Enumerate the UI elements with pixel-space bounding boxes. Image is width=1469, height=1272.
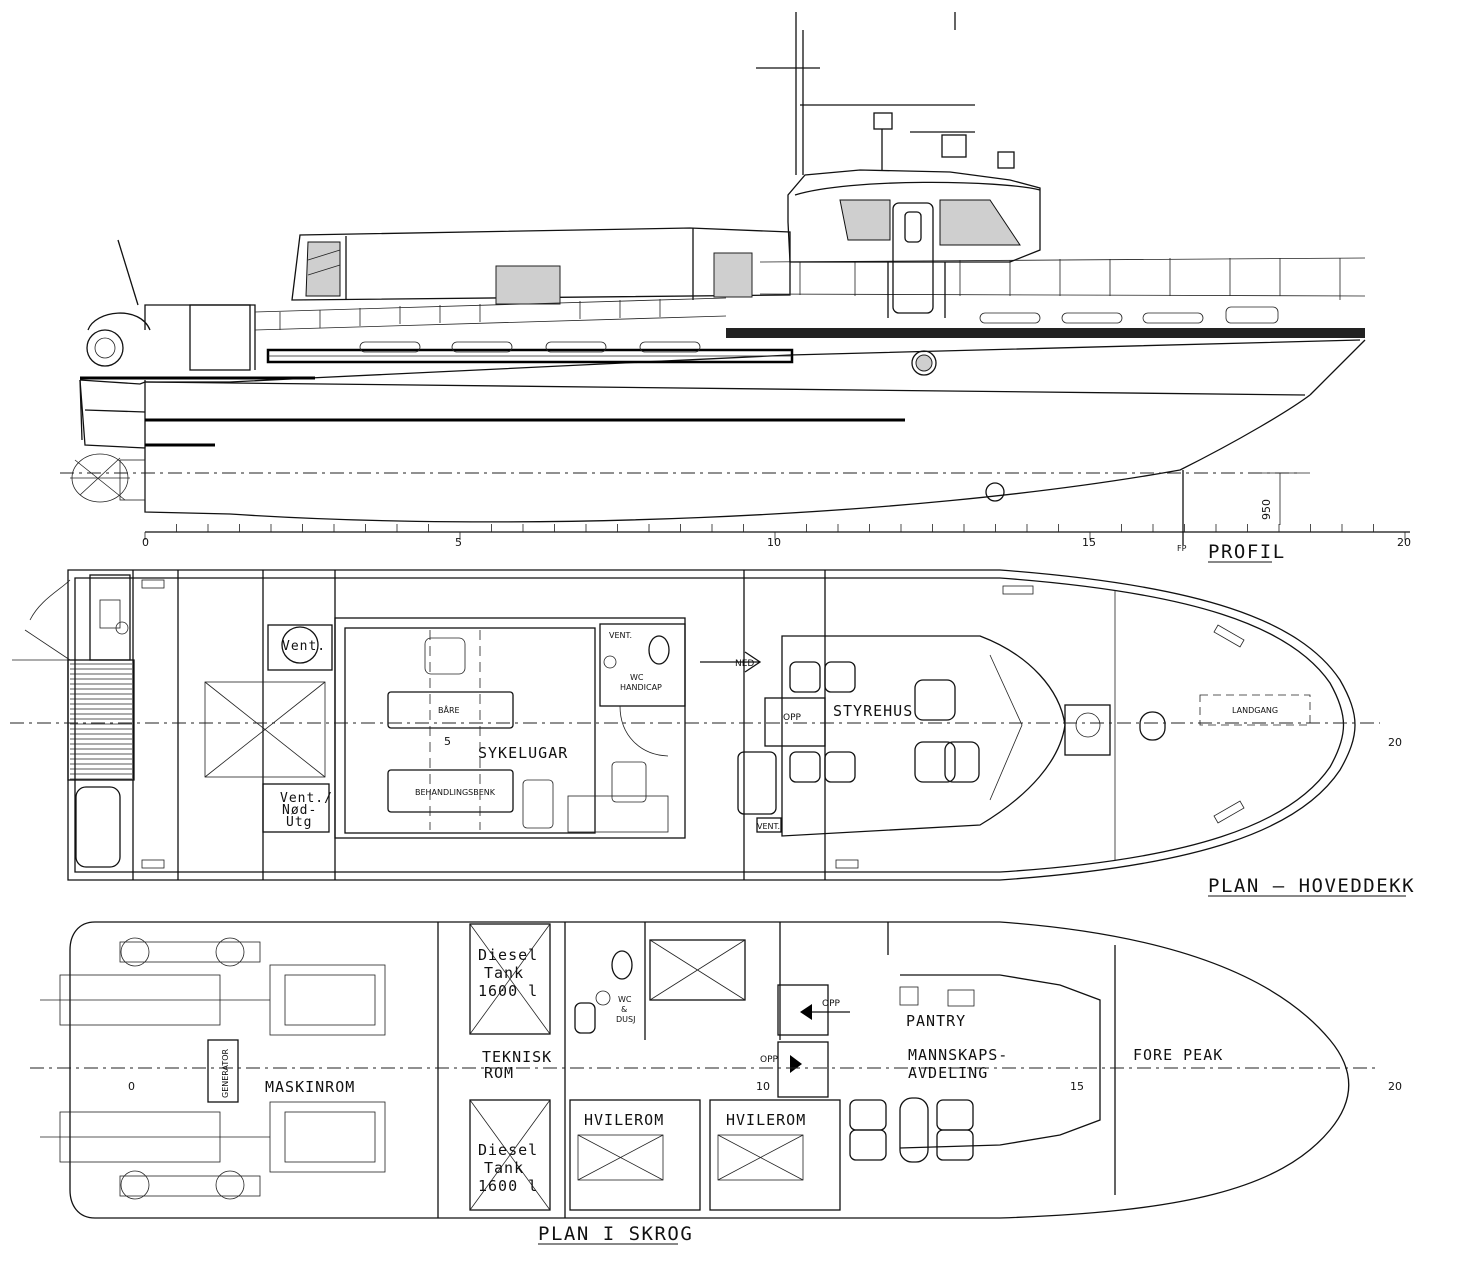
- behandlingsbenk-label: BEHANDLINGSBENK: [415, 788, 496, 797]
- vent-label: Vent.: [282, 639, 326, 654]
- wc-dusj-line-1: WC: [618, 995, 632, 1004]
- hull-tick-0: 0: [128, 1080, 135, 1093]
- opp-label: OPP: [783, 713, 802, 723]
- bare-label: BÅRE: [438, 704, 460, 715]
- diesel-tank-top-line-1: Diesel: [478, 946, 538, 964]
- diesel-tank-top-line-2: Tank: [484, 964, 524, 982]
- seat-icon: [849, 1097, 974, 1163]
- main-deck-title: PLAN – HOVEDDEKK: [1208, 875, 1415, 897]
- landgang-label: LANDGANG: [1232, 706, 1278, 715]
- profile-tick-0: 0: [142, 536, 149, 549]
- deck-tick-20: 20: [1388, 736, 1402, 749]
- vent-emergency-line-3: Utg: [286, 815, 312, 830]
- ned-label: NED: [735, 659, 754, 669]
- five-label: 5: [444, 735, 451, 748]
- pantry-label: PANTRY: [906, 1012, 966, 1030]
- hvilerom-2-label: HVILEROM: [726, 1111, 806, 1129]
- wc-dusj-line-3: DUSJ: [616, 1015, 635, 1024]
- chair-icon: [737, 661, 980, 815]
- engine-icon: [40, 937, 386, 1200]
- handicap-label: HANDICAP: [620, 683, 662, 692]
- profile-tick-15: 15: [1082, 536, 1096, 549]
- hull-tick-20: 20: [1388, 1080, 1402, 1093]
- hull-plan: Diesel Tank 1600 l Diesel Tank 1600 l TE…: [30, 921, 1402, 1245]
- teknisk-label: TEKNISK: [482, 1048, 552, 1066]
- avdeling-label: AVDELING: [908, 1064, 988, 1082]
- opp-mid-label: OPP: [760, 1055, 779, 1065]
- main-deck-plan: Vent. Vent./ Nød- Utg BÅRE 5 SYKELUGAR B…: [10, 569, 1415, 897]
- dimension-950: 950: [1260, 499, 1273, 520]
- profile-tick-10: 10: [767, 536, 781, 549]
- fp-label: FP: [1177, 544, 1187, 553]
- sykelugar-label: SYKELUGAR: [478, 744, 568, 762]
- hull-title: PLAN I SKROG: [538, 1223, 693, 1245]
- profile-tick-5: 5: [455, 536, 462, 549]
- maskinrom-label: MASKINROM: [265, 1078, 355, 1096]
- hull-tick-10: 10: [756, 1080, 770, 1093]
- propeller-icon: [70, 453, 146, 503]
- vent-small-2-label: VENT.: [757, 822, 780, 831]
- vent-small-label: VENT.: [609, 631, 632, 640]
- profile-tick-20: 20: [1397, 536, 1411, 549]
- wc-label: WC: [630, 673, 644, 682]
- diesel-tank-bottom-line-1: Diesel: [478, 1141, 538, 1159]
- diesel-tank-top-line-3: 1600 l: [478, 982, 538, 1000]
- profile-view: 950 0 5 10 15 20 FP PROFIL: [60, 12, 1411, 563]
- mannskaps-label: MANNSKAPS-: [908, 1046, 1008, 1064]
- vent-emergency-line-2: Nød-: [282, 803, 317, 818]
- styrehus-label: STYREHUS: [833, 702, 913, 720]
- opp-top-label: OPP: [822, 999, 841, 1009]
- fore-peak-label: FORE PEAK: [1133, 1046, 1223, 1064]
- generator-label: GENERATOR: [221, 1048, 230, 1098]
- rom-label: ROM: [484, 1064, 514, 1082]
- hull-tick-15: 15: [1070, 1080, 1084, 1093]
- wc-dusj-line-2: &: [621, 1005, 627, 1014]
- diesel-tank-bottom-line-3: 1600 l: [478, 1177, 538, 1195]
- diesel-tank-bottom-line-2: Tank: [484, 1159, 524, 1177]
- vent-emergency-line-1: Vent./: [280, 791, 333, 806]
- profile-title: PROFIL: [1208, 541, 1286, 563]
- hvilerom-1-label: HVILEROM: [584, 1111, 664, 1129]
